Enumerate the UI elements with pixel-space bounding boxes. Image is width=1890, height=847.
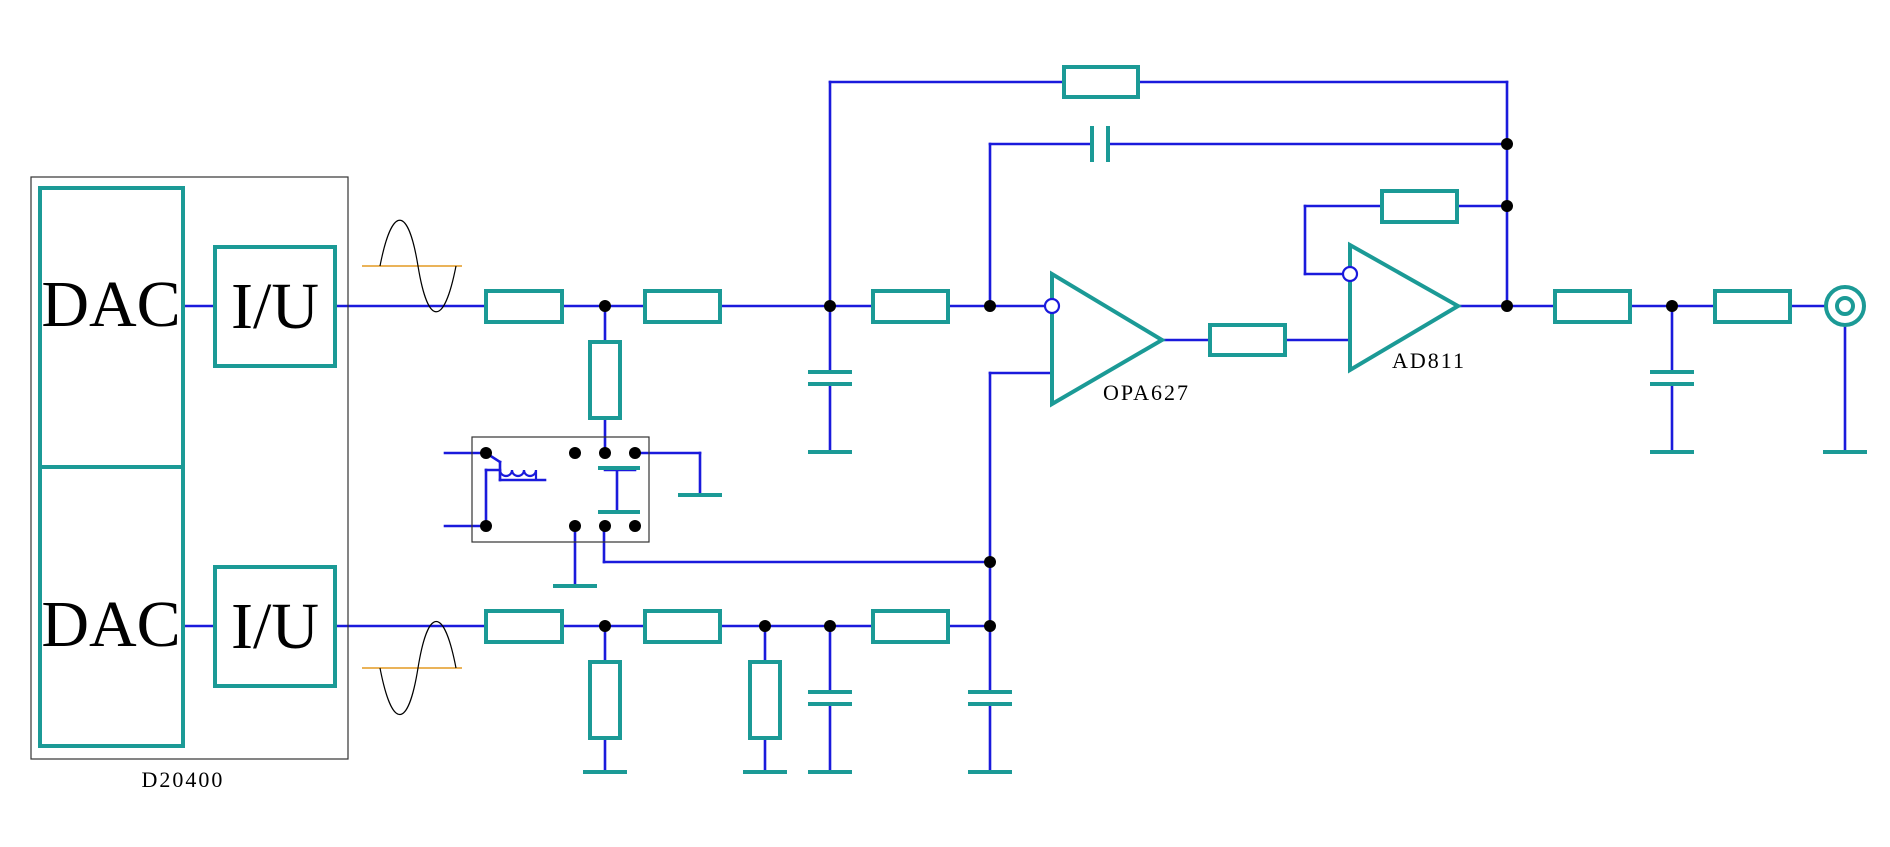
resistor [643, 289, 722, 324]
resistor [871, 609, 950, 644]
capacitor [808, 370, 852, 386]
capacitor [968, 690, 1012, 706]
iu-label-bottom: I/U [231, 590, 319, 663]
relay-outline [471, 436, 650, 543]
resistor [484, 609, 564, 644]
capacitors [808, 126, 1694, 706]
opamp-label-ad811: AD811 [1392, 348, 1466, 373]
opamp-ad811: AD811 [1341, 241, 1466, 374]
coil-icon [498, 469, 538, 480]
resistor [871, 289, 950, 324]
sine-wave-icon-bottom [362, 620, 462, 716]
resistor [1208, 323, 1287, 357]
opamp-opa627: OPA627 [1043, 270, 1190, 408]
dac-chip: DAC DAC I/U I/U D20400 [30, 176, 349, 792]
opamp-label-opa627: OPA627 [1103, 380, 1190, 405]
chip-label: D20400 [142, 767, 225, 792]
iu-label-top: I/U [231, 270, 319, 343]
inverting-input-icon [1341, 265, 1359, 283]
resistor [643, 609, 722, 644]
resistor [588, 340, 622, 420]
inverting-input-icon [1043, 297, 1061, 315]
iu-block-bottom [213, 565, 337, 688]
resistor [588, 660, 622, 740]
junctions [599, 138, 1678, 632]
dac-label-bottom: DAC [41, 588, 180, 661]
capacitor [1090, 126, 1110, 162]
resistor [1380, 189, 1459, 224]
grounds [553, 450, 1867, 774]
dac-block-bottom [38, 465, 185, 748]
rca-output-connector-icon [1824, 285, 1866, 327]
resistor [748, 660, 782, 740]
iu-block-top [213, 245, 337, 368]
resistor [484, 289, 564, 324]
capacitor [1650, 370, 1694, 386]
resistor [1062, 65, 1140, 99]
relay [471, 436, 650, 543]
resistor [1713, 289, 1792, 324]
resistors [484, 65, 1792, 740]
capacitor [808, 690, 852, 706]
chip-outline [30, 176, 349, 760]
resistor [1553, 289, 1632, 324]
dac-label-top: DAC [41, 268, 180, 341]
sine-wave-icon-top [362, 219, 462, 313]
dac-block-top [38, 186, 185, 469]
